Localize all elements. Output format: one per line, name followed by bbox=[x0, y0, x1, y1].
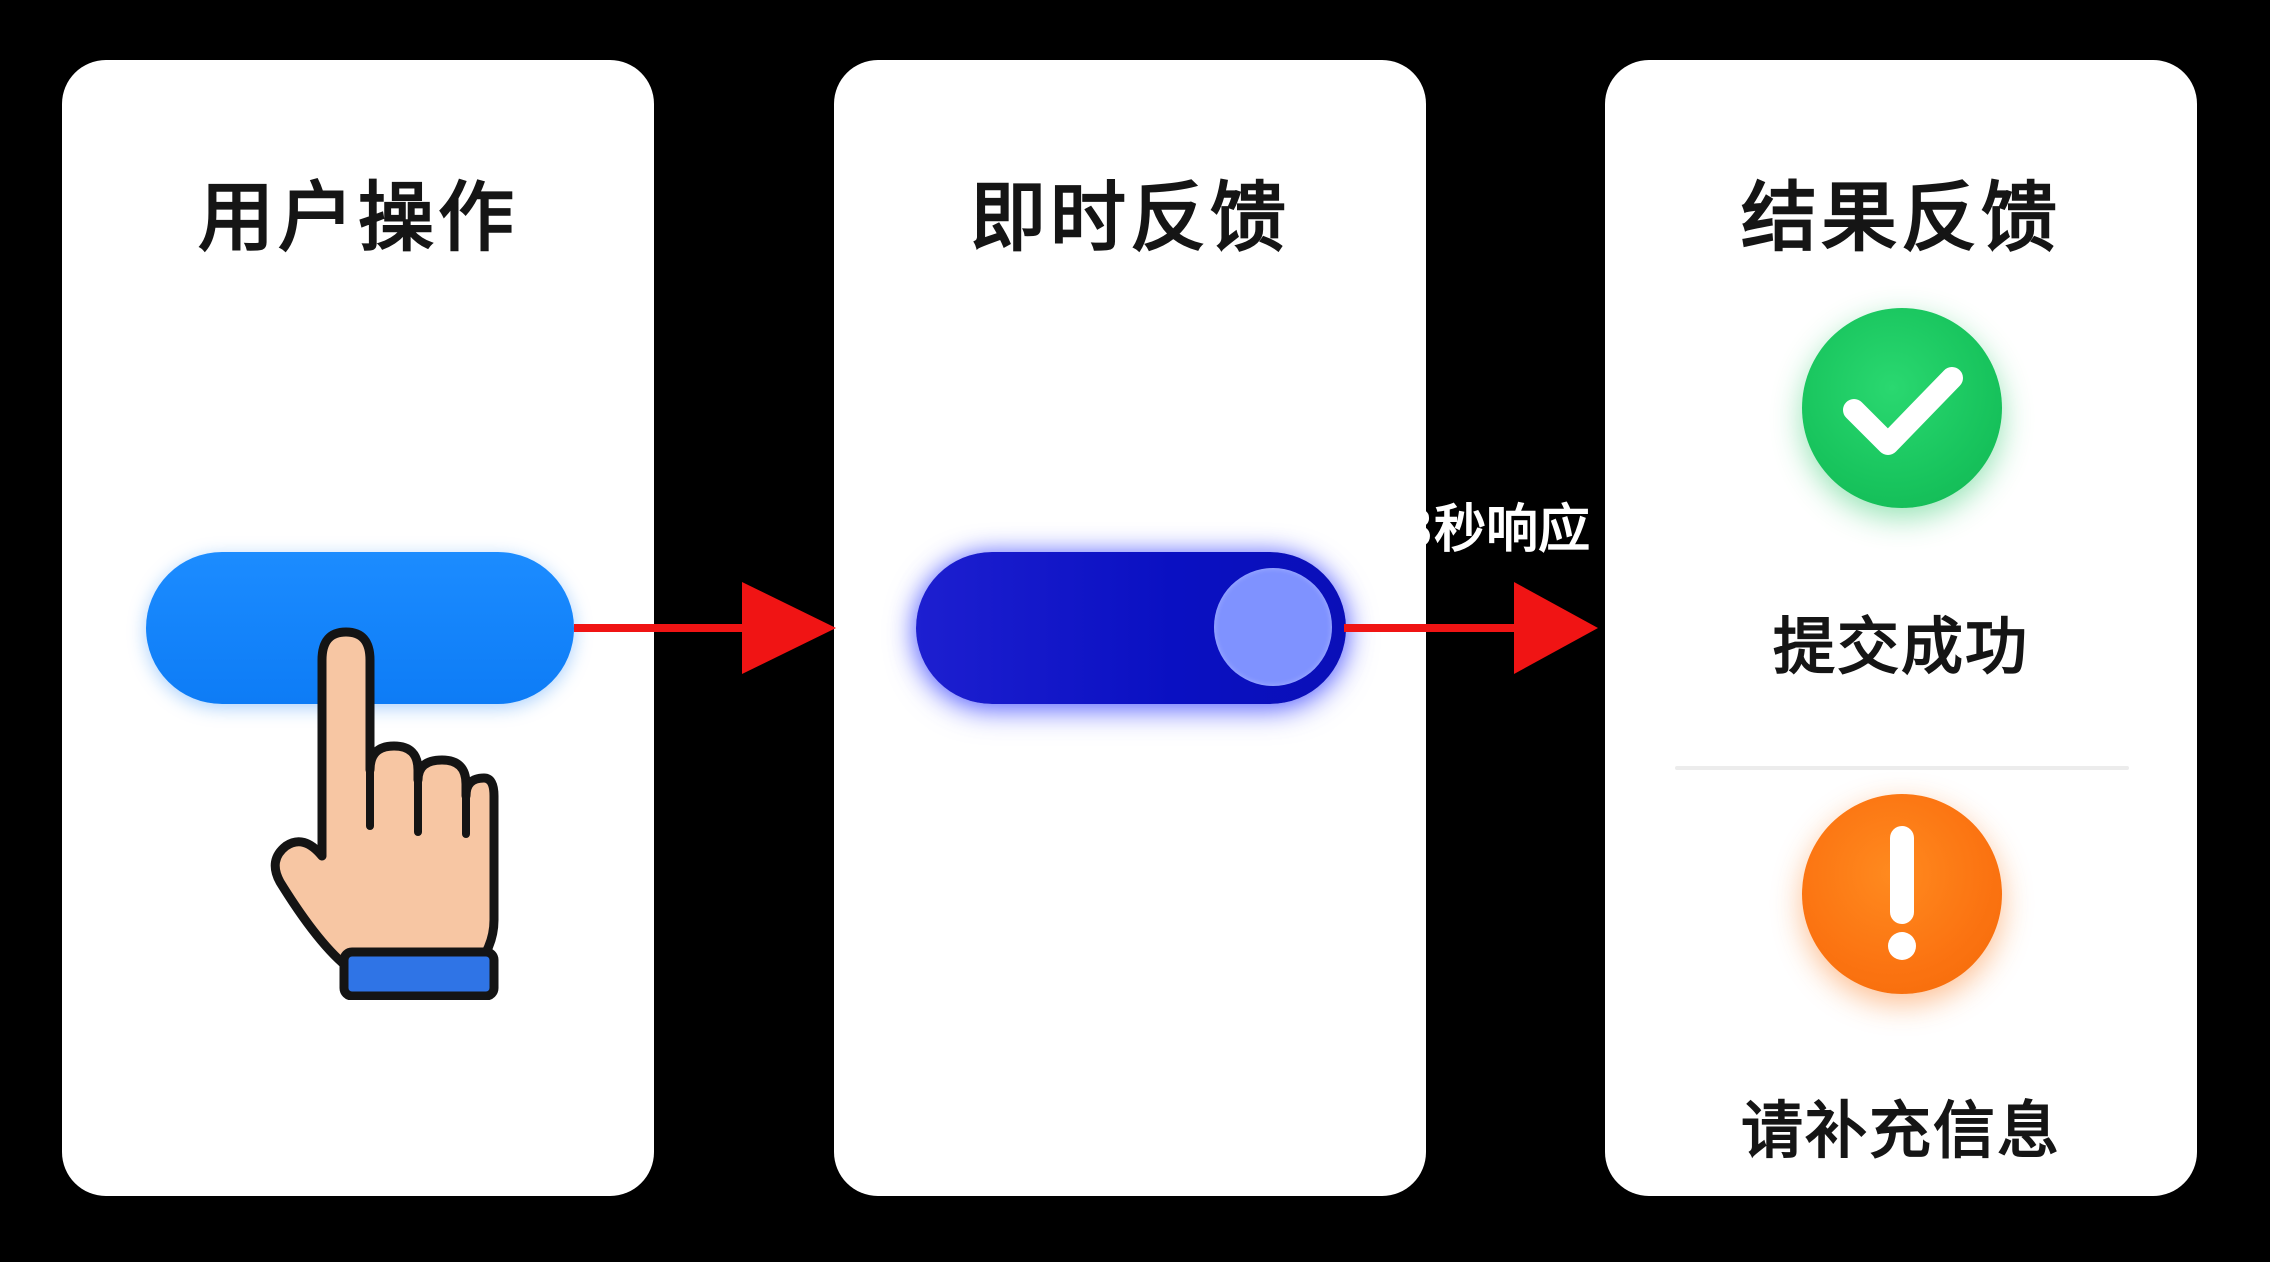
result-divider bbox=[1675, 766, 2129, 770]
step-title: 结果反馈 bbox=[1741, 173, 2061, 262]
exclamation-mark-icon bbox=[1888, 826, 1916, 960]
step-panel-instant-feedback: 即时反馈 bbox=[834, 60, 1426, 1196]
toggle-knob[interactable] bbox=[1214, 568, 1332, 686]
step-title: 即时反馈 bbox=[970, 173, 1290, 262]
toggle-switch[interactable] bbox=[916, 552, 1346, 704]
arrow-right-icon bbox=[1344, 582, 1598, 674]
checkmark-icon bbox=[1843, 367, 1963, 455]
check-circle-icon bbox=[1802, 308, 2002, 508]
step-panel-user-action: 用户操作 bbox=[62, 60, 654, 1196]
exclamation-circle-icon bbox=[1802, 794, 2002, 994]
response-time-label: 0.3秒响应 bbox=[1342, 500, 1591, 560]
pointing-hand-icon bbox=[270, 627, 499, 1000]
success-label: 提交成功 bbox=[1772, 610, 2029, 683]
step-panel-result-feedback: 结果反馈 提交成功 请补充信息 bbox=[1605, 60, 2197, 1196]
step-title: 用户操作 bbox=[198, 173, 518, 262]
warning-label: 请补充信息 bbox=[1740, 1094, 2061, 1167]
arrow-right-icon bbox=[574, 582, 836, 674]
